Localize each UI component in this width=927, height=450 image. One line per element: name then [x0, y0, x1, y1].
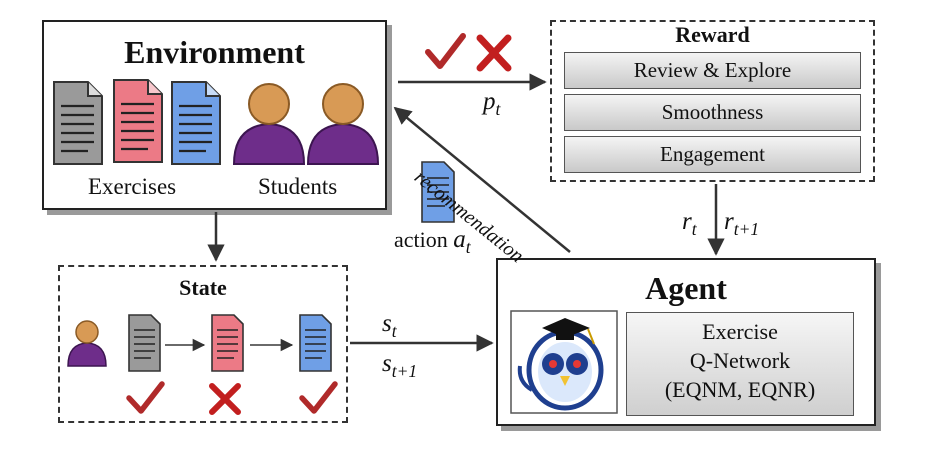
state-check-mark-icon: [299, 381, 338, 414]
check-mark-icon: [425, 33, 466, 69]
student-icon: [232, 83, 306, 165]
r-t-label: rt: [682, 208, 697, 239]
q-network-line2: Q-Network: [689, 348, 791, 373]
s-t1-label: st+1: [382, 350, 418, 381]
r-t1-label: rt+1: [724, 208, 760, 239]
environment-title: Environment: [124, 34, 305, 70]
state-title: State: [179, 275, 227, 300]
state-doc-gray-icon: [128, 314, 161, 372]
agent-title: Agent: [645, 270, 727, 306]
exercises-label: Exercises: [88, 174, 177, 199]
student-icon: [67, 320, 107, 367]
reward-engagement: Engagement: [564, 136, 861, 173]
q-network-line3: (EQNM, EQNR): [664, 377, 816, 402]
q-network-line1: Exercise: [702, 319, 778, 344]
cross-mark-icon: [476, 34, 512, 72]
state-check-mark-icon: [126, 381, 165, 414]
recommendation-arrow: [393, 106, 571, 253]
exercise-doc-red-icon: [113, 79, 163, 163]
q-network-panel: Exercise Q-Network (EQNM, EQNR): [626, 312, 854, 416]
s-t-label: st: [382, 310, 397, 341]
student-icon: [306, 83, 380, 165]
reward-title: Reward: [675, 22, 750, 47]
owl-logo-icon: [510, 310, 618, 414]
p-t-label: pt: [483, 88, 501, 119]
action-label: action at: [394, 226, 471, 257]
action-doc-blue-icon: [421, 161, 455, 223]
state-doc-blue-icon: [299, 314, 332, 372]
state-doc-red-icon: [211, 314, 244, 372]
students-label: Students: [258, 174, 338, 199]
exercise-doc-blue-icon: [171, 81, 221, 165]
reward-review-explore: Review & Explore: [564, 52, 861, 89]
reward-box: Reward Review & Explore Smoothness Engag…: [550, 20, 875, 182]
reward-smoothness: Smoothness: [564, 94, 861, 131]
exercise-doc-gray-icon: [53, 81, 103, 165]
state-cross-mark-icon: [209, 383, 241, 415]
